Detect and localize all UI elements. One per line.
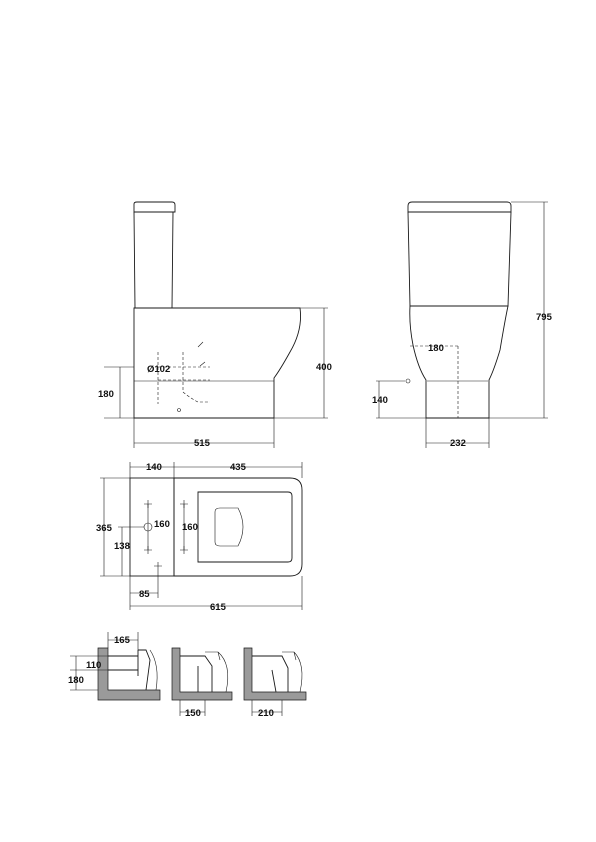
side-inlet-height-label: 180	[98, 389, 114, 400]
plan-cistern-depth-label: 140	[146, 462, 162, 473]
pipe-break-marks	[197, 341, 206, 367]
plan-inlet-offset-label: 138	[114, 541, 130, 552]
detail1-depth-label: 165	[114, 635, 131, 646]
front-centre-line	[410, 345, 459, 418]
detail2-pan-outline	[205, 651, 229, 693]
detail2-wall-floor	[171, 647, 233, 701]
cistern-lid	[133, 201, 176, 213]
front-offset-label: 180	[428, 343, 444, 354]
plan-seat-outline	[197, 491, 293, 563]
front-cistern-lid	[407, 201, 512, 213]
plan-bowl-opening	[214, 507, 244, 547]
plan-fix-spacing-right-label: 160	[182, 522, 198, 533]
plan-pan-depth-label: 435	[230, 462, 247, 473]
detail3-wall-floor	[243, 647, 307, 701]
outlet-detail-1: 165 110 180	[68, 632, 161, 701]
detail3-label: 210	[258, 708, 274, 719]
front-inlet-point	[405, 378, 411, 384]
pan-outline	[133, 307, 301, 419]
front-pan-outline	[409, 305, 509, 419]
front-total-height-label: 795	[536, 312, 553, 323]
plan-pan-outline	[173, 477, 303, 577]
outlet-detail-2: 150	[171, 647, 233, 719]
front-view: 795 180 140 232	[372, 201, 553, 449]
plan-width-label: 365	[96, 523, 113, 534]
plan-waste-offset-label: 85	[139, 589, 150, 600]
detail1-pan-outline	[137, 649, 151, 691]
side-height-label: 400	[316, 362, 332, 373]
detail2-label: 150	[185, 708, 201, 719]
outlet-detail-3: 210	[243, 647, 307, 719]
side-depth-label: 515	[194, 438, 211, 449]
side-view: 400 180 Ø102 515	[98, 201, 332, 449]
detail3-pipe	[252, 655, 289, 693]
detail1-pan-curve	[149, 649, 158, 691]
cistern-body	[133, 211, 174, 309]
detail2-pipe	[180, 655, 213, 692]
waste-pipe-hidden	[157, 352, 210, 404]
detail1-height-label: 110	[86, 660, 101, 671]
front-inlet-height-label: 140	[372, 395, 388, 406]
detail3-pan-outline	[282, 651, 303, 693]
front-width-label: 232	[450, 438, 466, 449]
detail1-floor-label: 180	[68, 675, 84, 686]
plan-fix-spacing-left-label: 160	[154, 519, 170, 530]
fixing-point	[177, 408, 181, 412]
plan-fixing-crosses	[144, 500, 188, 570]
detail1-pipe	[108, 655, 138, 671]
plan-total-depth-label: 615	[210, 602, 227, 613]
side-diameter-label: Ø102	[147, 364, 170, 375]
plan-view: 140 435 365 138 160 160 85 615	[96, 462, 303, 613]
front-cistern-body	[407, 211, 512, 307]
